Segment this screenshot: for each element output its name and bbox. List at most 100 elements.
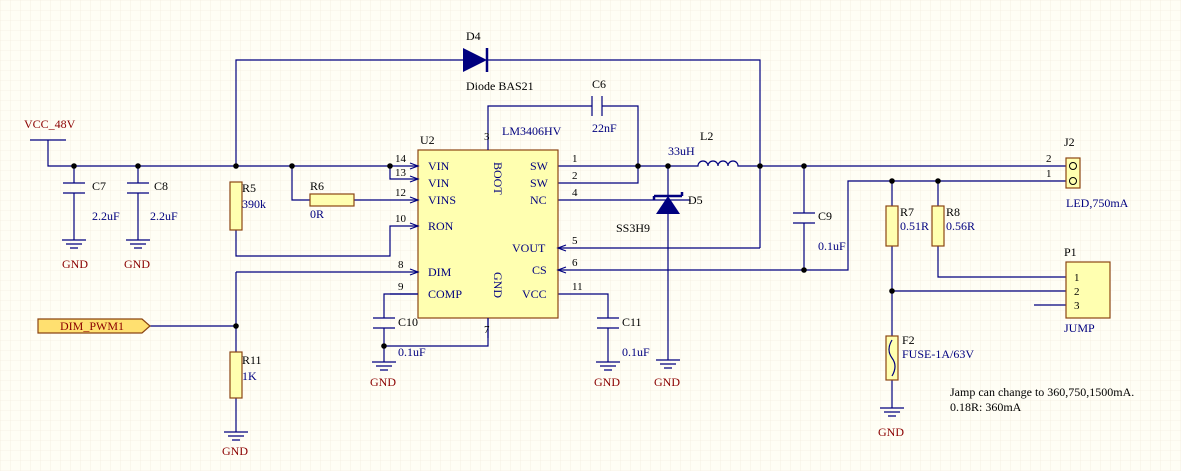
- diode-d4: D4 Diode BAS21: [463, 29, 534, 93]
- right-pin-name: VCC: [522, 287, 547, 301]
- l2-ref: L2: [700, 129, 713, 143]
- p1-pin: 1: [1074, 272, 1080, 284]
- gnd-label: GND: [62, 257, 88, 271]
- left-pin-name: DIM: [428, 265, 452, 279]
- j2-value: LED,750mA: [1066, 196, 1129, 210]
- capacitor-c9: C9 0.1uF: [793, 209, 846, 253]
- c11-value: 0.1uF: [622, 345, 650, 359]
- resistor-r7: R7 0.51R: [885, 205, 929, 247]
- right-pin-name: CS: [532, 263, 547, 277]
- p1-value: JUMP: [1064, 321, 1095, 335]
- r6-value: 0R: [310, 207, 324, 221]
- left-pin-name: VINS: [428, 193, 456, 207]
- left-pin-name: VIN: [428, 159, 450, 173]
- right-pin-name: NC: [530, 193, 547, 207]
- dim-pwm-port: DIM_PWM1: [37, 318, 151, 334]
- left-pin-name: COMP: [428, 287, 462, 301]
- p1-pin: 2: [1074, 286, 1080, 298]
- u2-part-number: LM3406HV: [502, 124, 562, 138]
- left-pin-num: 13: [395, 167, 407, 179]
- u2-designator: U2: [420, 133, 435, 147]
- wires: [30, 59, 1066, 432]
- j2-ref: J2: [1064, 135, 1075, 149]
- pin-boot-name: BOOT: [491, 162, 505, 195]
- gnd-label: GND: [654, 375, 680, 389]
- right-pin-num: 5: [572, 235, 578, 247]
- gnd-label: GND: [878, 425, 904, 439]
- dim-pwm-label: DIM_PWM1: [60, 319, 124, 333]
- r8-value: 0.56R: [946, 219, 975, 233]
- gnd-label: GND: [124, 257, 150, 271]
- vcc-label: VCC_48V: [24, 117, 76, 131]
- capacitor-c7: C7 2.2uF: [63, 179, 120, 223]
- c7-value: 2.2uF: [92, 209, 120, 223]
- c8-ref: C8: [154, 179, 168, 193]
- gnd-label: GND: [222, 444, 248, 458]
- j2-pin: 1: [1046, 168, 1052, 180]
- f2-value: FUSE-1A/63V: [902, 347, 974, 361]
- capacitor-c10: C10 0.1uF: [373, 315, 426, 359]
- right-pin-name: SW: [530, 159, 549, 173]
- r11-ref: R11: [242, 353, 262, 367]
- connector-j2: J2 2 1 LED,750mA: [1046, 135, 1129, 210]
- c10-ref: C10: [398, 315, 418, 329]
- right-pin-num: 4: [572, 187, 578, 199]
- c6-value: 22nF: [592, 121, 617, 135]
- left-pin-num: 10: [395, 213, 407, 225]
- right-pin-num: 6: [572, 257, 578, 269]
- note-line-2: 0.18R: 360mA: [950, 400, 1022, 414]
- inductor-l2: L2 33uH: [668, 129, 742, 167]
- resistor-r5: R5 390k: [229, 181, 266, 231]
- capacitor-c6: C6 22nF: [591, 77, 617, 135]
- c11-ref: C11: [622, 315, 642, 329]
- pin-gnd-name: GND: [491, 272, 505, 298]
- capacitor-c8: C8 2.2uF: [127, 179, 178, 223]
- right-pin-name: SW: [530, 176, 549, 190]
- f2-ref: F2: [902, 333, 915, 347]
- left-pin-num: 8: [398, 259, 404, 271]
- resistor-r6: R6 0R: [309, 179, 355, 221]
- capacitor-c11: C11 0.1uF: [597, 315, 650, 359]
- left-pin-num: 12: [395, 187, 406, 199]
- d5-ref: D5: [688, 193, 703, 207]
- c8-value: 2.2uF: [150, 209, 178, 223]
- d4-value: Diode BAS21: [466, 79, 534, 93]
- l2-value: 33uH: [668, 144, 695, 158]
- connector-p1: P1 1 2 3 JUMP: [1064, 245, 1111, 335]
- gnd-label: GND: [370, 375, 396, 389]
- junction-dots: [71, 163, 941, 349]
- resistor-r8: R8 0.56R: [931, 205, 975, 247]
- diode-d5: D5 SS3H9: [616, 192, 703, 235]
- left-pin-name: RON: [428, 219, 454, 233]
- r11-value: 1K: [242, 369, 257, 383]
- left-pin-name: VIN: [428, 176, 450, 190]
- d5-value: SS3H9: [616, 221, 650, 235]
- ground-symbols: GND GND GND GND GND GND GND: [62, 239, 904, 458]
- pin7-number: 7: [484, 324, 490, 336]
- resistor-r11: R11 1K: [229, 351, 262, 399]
- d4-ref: D4: [466, 29, 481, 43]
- right-pin-num: 2: [572, 170, 578, 182]
- left-pin-num: 14: [395, 153, 407, 165]
- note-line-1: Jamp can change to 360,750,1500mA.: [950, 385, 1134, 399]
- left-pin-num: 9: [398, 281, 404, 293]
- r6-ref: R6: [310, 179, 324, 193]
- r7-value: 0.51R: [900, 219, 929, 233]
- r5-value: 390k: [242, 197, 266, 211]
- p1-pin: 3: [1074, 300, 1080, 312]
- right-pin-name: VOUT: [512, 241, 546, 255]
- right-pin-num: 1: [572, 153, 578, 165]
- r8-ref: R8: [946, 205, 960, 219]
- gnd-label: GND: [594, 375, 620, 389]
- ic-u2: U2 LM3406HV 3 7 BOOT GND 14 VIN 13 VIN 1…: [390, 124, 583, 338]
- right-pin-num: 11: [572, 281, 583, 293]
- j2-pin: 2: [1046, 153, 1052, 165]
- r7-ref: R7: [900, 205, 914, 219]
- p1-ref: P1: [1064, 245, 1077, 259]
- c7-ref: C7: [92, 179, 106, 193]
- r5-ref: R5: [242, 181, 256, 195]
- pin3-number: 3: [484, 131, 490, 143]
- c6-ref: C6: [592, 77, 606, 91]
- c10-value: 0.1uF: [398, 345, 426, 359]
